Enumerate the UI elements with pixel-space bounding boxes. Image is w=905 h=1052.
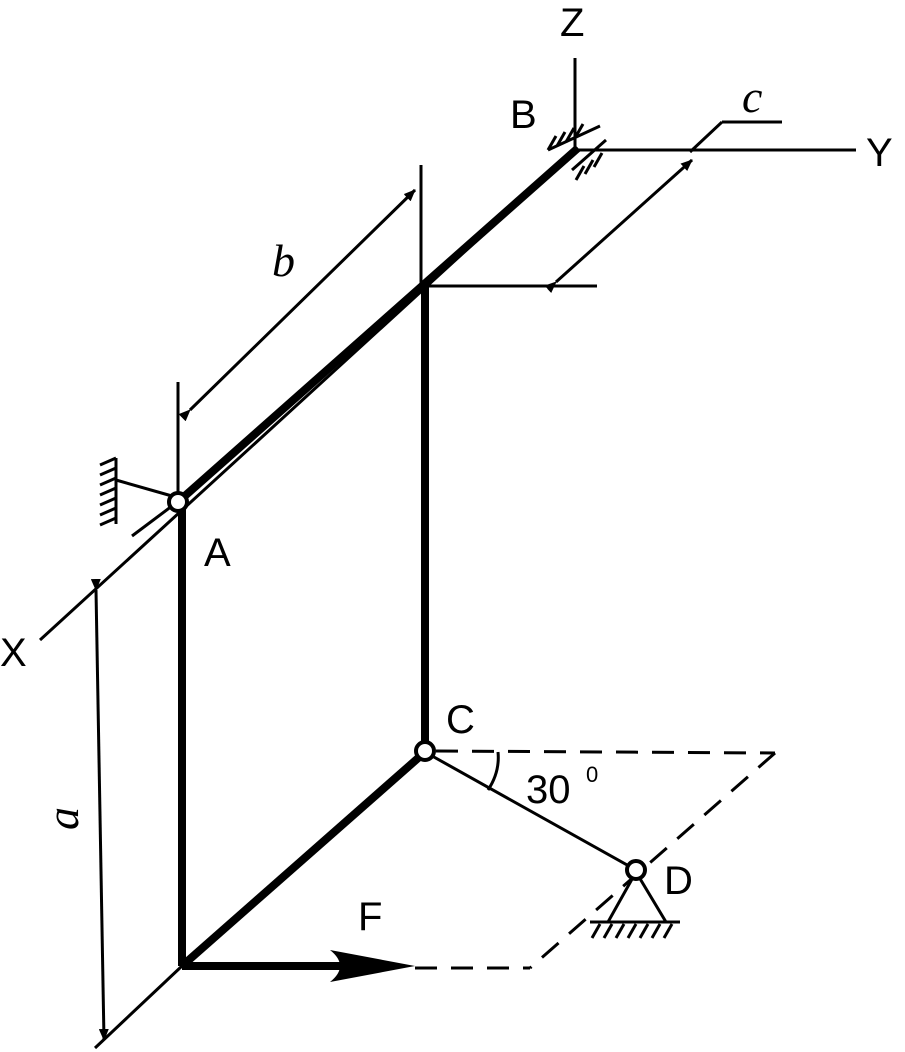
beam-ab [175,145,581,505]
angle-unit-label: 0 [586,762,598,787]
dimension-b-label: b [272,235,295,286]
point-a-label: A [204,531,231,575]
force-f-label: F [358,895,382,939]
x-axis-label: X [0,631,27,675]
bar-cd [424,750,637,872]
dashed-line-diagonal [529,751,776,970]
y-axis-label: Y [866,131,893,175]
point-d-label: D [664,859,693,903]
point-c-label: C [446,698,475,742]
lower-diagonal-line [93,964,184,1050]
dimension-b-arrow [178,188,417,422]
force-f-arrowhead [330,950,415,982]
angle-value-label: 30 [526,768,571,812]
z-axis-label: Z [560,1,584,45]
angle-arc [486,751,500,791]
dimension-c-arrow [544,158,694,294]
dimension-c-label: c [742,71,762,122]
dimension-a-arrow [90,578,109,1041]
point-b-label: B [510,93,537,137]
beam-lower [179,748,428,970]
dimension-c-leader [688,120,724,154]
joint-d [625,859,647,881]
joint-a [167,491,189,513]
dimension-a-label: a [37,807,88,830]
dashed-line-c [435,749,776,755]
support-d [590,869,680,939]
support-a [99,456,173,538]
joint-c [414,740,436,762]
